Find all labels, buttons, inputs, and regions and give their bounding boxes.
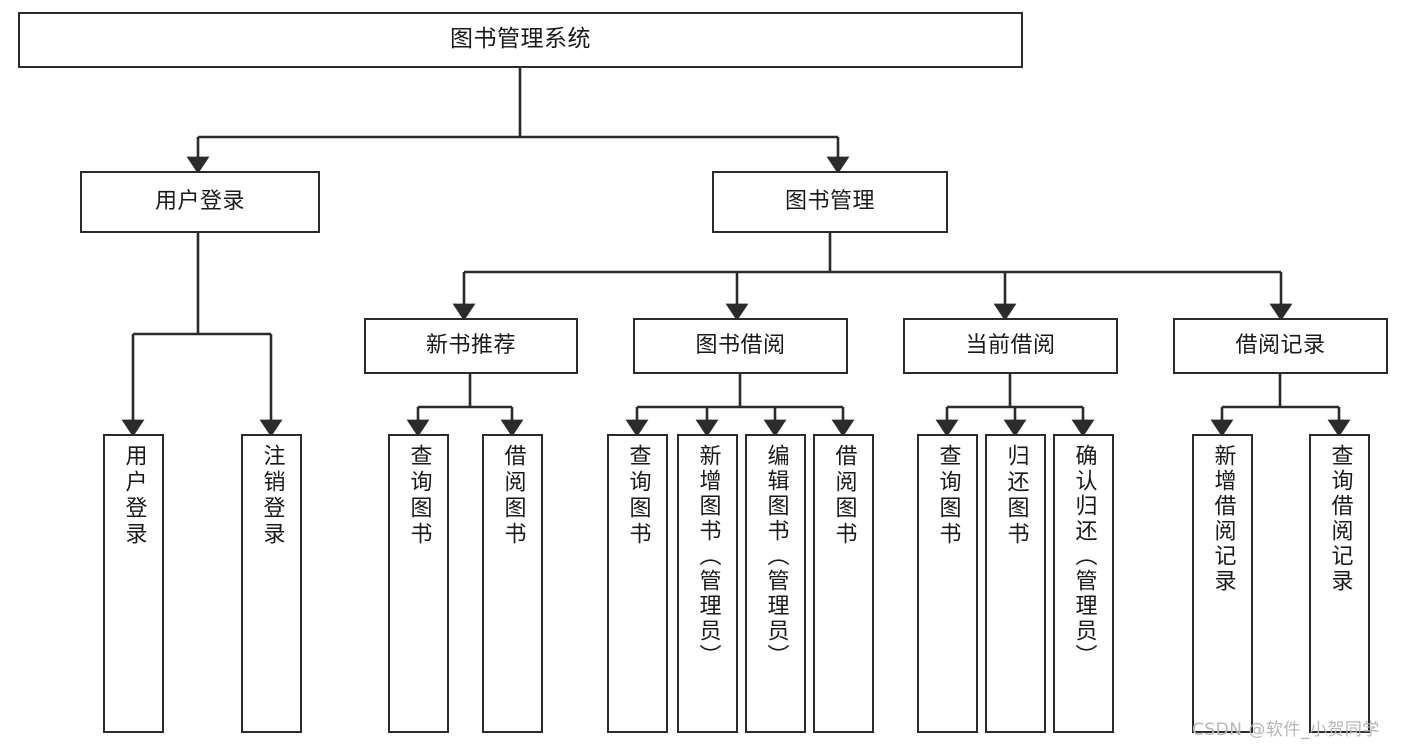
node-user-login[interactable]: 用户登录 <box>80 171 320 233</box>
node-label: 编辑图书（管理员） <box>763 444 789 669</box>
node-leaf-borrow-book-1[interactable]: 借阅图书 <box>482 434 543 733</box>
node-leaf-logout[interactable]: 注销登录 <box>241 434 302 733</box>
node-label: 查询图书 <box>935 444 961 548</box>
node-leaf-borrow-book-2[interactable]: 借阅图书 <box>813 434 874 733</box>
node-label: 新书推荐 <box>425 333 516 359</box>
node-leaf-user-login[interactable]: 用户登录 <box>103 434 164 733</box>
node-label: 图书管理系统 <box>450 26 591 53</box>
node-leaf-add-book[interactable]: 新增图书（管理员） <box>677 434 738 733</box>
node-label: 新增图书（管理员） <box>695 444 721 669</box>
node-new-book-recommend[interactable]: 新书推荐 <box>364 318 578 374</box>
node-label: 当前借阅 <box>965 333 1056 359</box>
node-leaf-edit-book[interactable]: 编辑图书（管理员） <box>745 434 806 733</box>
node-label: 新增借阅记录 <box>1210 444 1236 594</box>
node-book-borrow[interactable]: 图书借阅 <box>633 318 848 374</box>
node-label: 用户登录 <box>154 189 245 215</box>
node-leaf-query-book-1[interactable]: 查询图书 <box>388 434 449 733</box>
node-leaf-query-book-2[interactable]: 查询图书 <box>607 434 668 733</box>
node-label: 图书借阅 <box>695 333 786 359</box>
node-label: 归还图书 <box>1003 444 1029 548</box>
node-current-borrow[interactable]: 当前借阅 <box>903 318 1118 374</box>
node-label: 图书管理 <box>784 189 875 215</box>
node-label: 查询借阅记录 <box>1327 444 1353 594</box>
node-borrow-record[interactable]: 借阅记录 <box>1173 318 1388 374</box>
node-label: 借阅记录 <box>1235 333 1326 359</box>
node-label: 查询图书 <box>406 444 432 548</box>
node-leaf-add-record[interactable]: 新增借阅记录 <box>1192 434 1253 733</box>
node-leaf-return-book[interactable]: 归还图书 <box>985 434 1046 733</box>
node-leaf-query-book-3[interactable]: 查询图书 <box>917 434 978 733</box>
node-leaf-query-record[interactable]: 查询借阅记录 <box>1309 434 1370 733</box>
node-label: 借阅图书 <box>500 444 526 548</box>
node-label: 借阅图书 <box>831 444 857 548</box>
node-label: 确认归还（管理员） <box>1071 444 1097 669</box>
node-root-system[interactable]: 图书管理系统 <box>18 12 1023 68</box>
node-book-manage[interactable]: 图书管理 <box>712 171 948 233</box>
node-label: 查询图书 <box>625 444 651 548</box>
watermark: CSDN @软件_小贺同学 <box>1192 720 1380 740</box>
node-label: 注销登录 <box>259 444 285 548</box>
node-leaf-confirm-return[interactable]: 确认归还（管理员） <box>1053 434 1114 733</box>
node-label: 用户登录 <box>121 444 147 548</box>
